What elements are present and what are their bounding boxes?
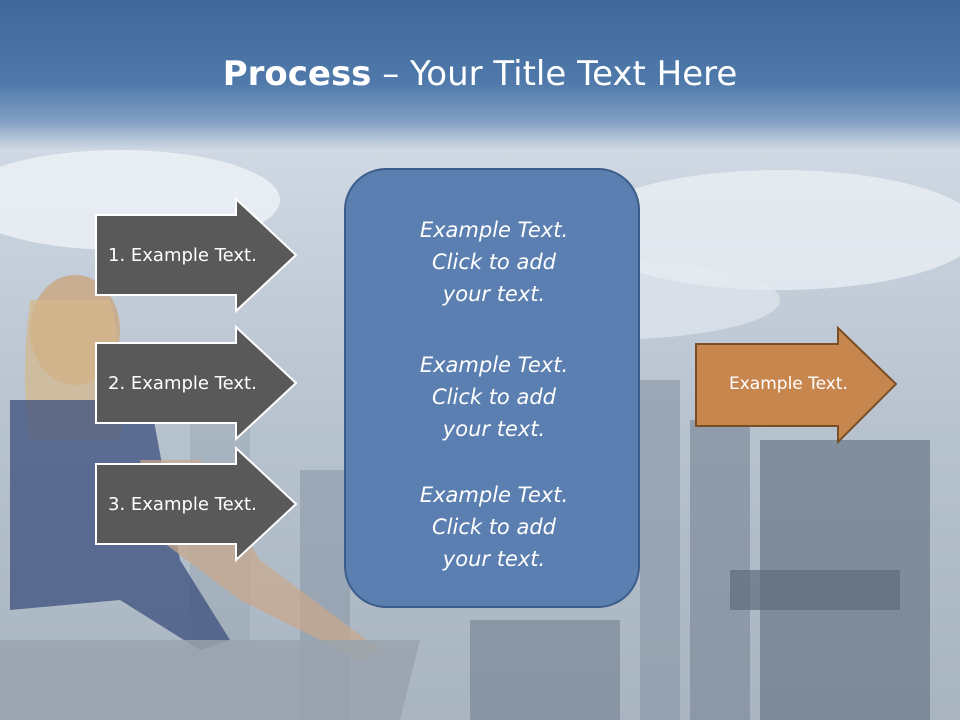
center-item-3-line1: Example Text. [419,483,569,507]
center-content-box[interactable]: Example Text. Click to add your text. Ex… [344,168,640,608]
center-item-3-line2: Click to add [431,515,556,539]
output-label: Example Text. [729,374,848,394]
step-label-3: 3. Example Text. [108,494,257,515]
center-item-3[interactable]: Example Text. Click to add your text. [346,479,642,575]
step-arrow-2[interactable] [94,325,300,445]
title-bold: Process [222,54,372,94]
step-arrow-1[interactable] [94,197,300,317]
center-item-2-line2: Click to add [431,385,556,409]
center-item-1-line1: Example Text. [419,218,569,242]
center-item-1-line2: Click to add [431,250,556,274]
center-item-2[interactable]: Example Text. Click to add your text. [346,349,642,445]
center-item-1[interactable]: Example Text. Click to add your text. [346,214,642,310]
output-arrow[interactable] [694,326,900,446]
center-item-2-line1: Example Text. [419,353,569,377]
center-item-3-line3: your text. [442,547,546,571]
step-label-2: 2. Example Text. [108,373,257,394]
header-band [0,0,960,150]
slide-title[interactable]: Process – Your Title Text Here [0,54,960,94]
step-label-1: 1. Example Text. [108,245,257,266]
step-arrow-3[interactable] [94,446,300,566]
title-rest: – Your Title Text Here [371,54,738,94]
center-item-2-line3: your text. [442,417,546,441]
center-item-1-line3: your text. [442,282,546,306]
